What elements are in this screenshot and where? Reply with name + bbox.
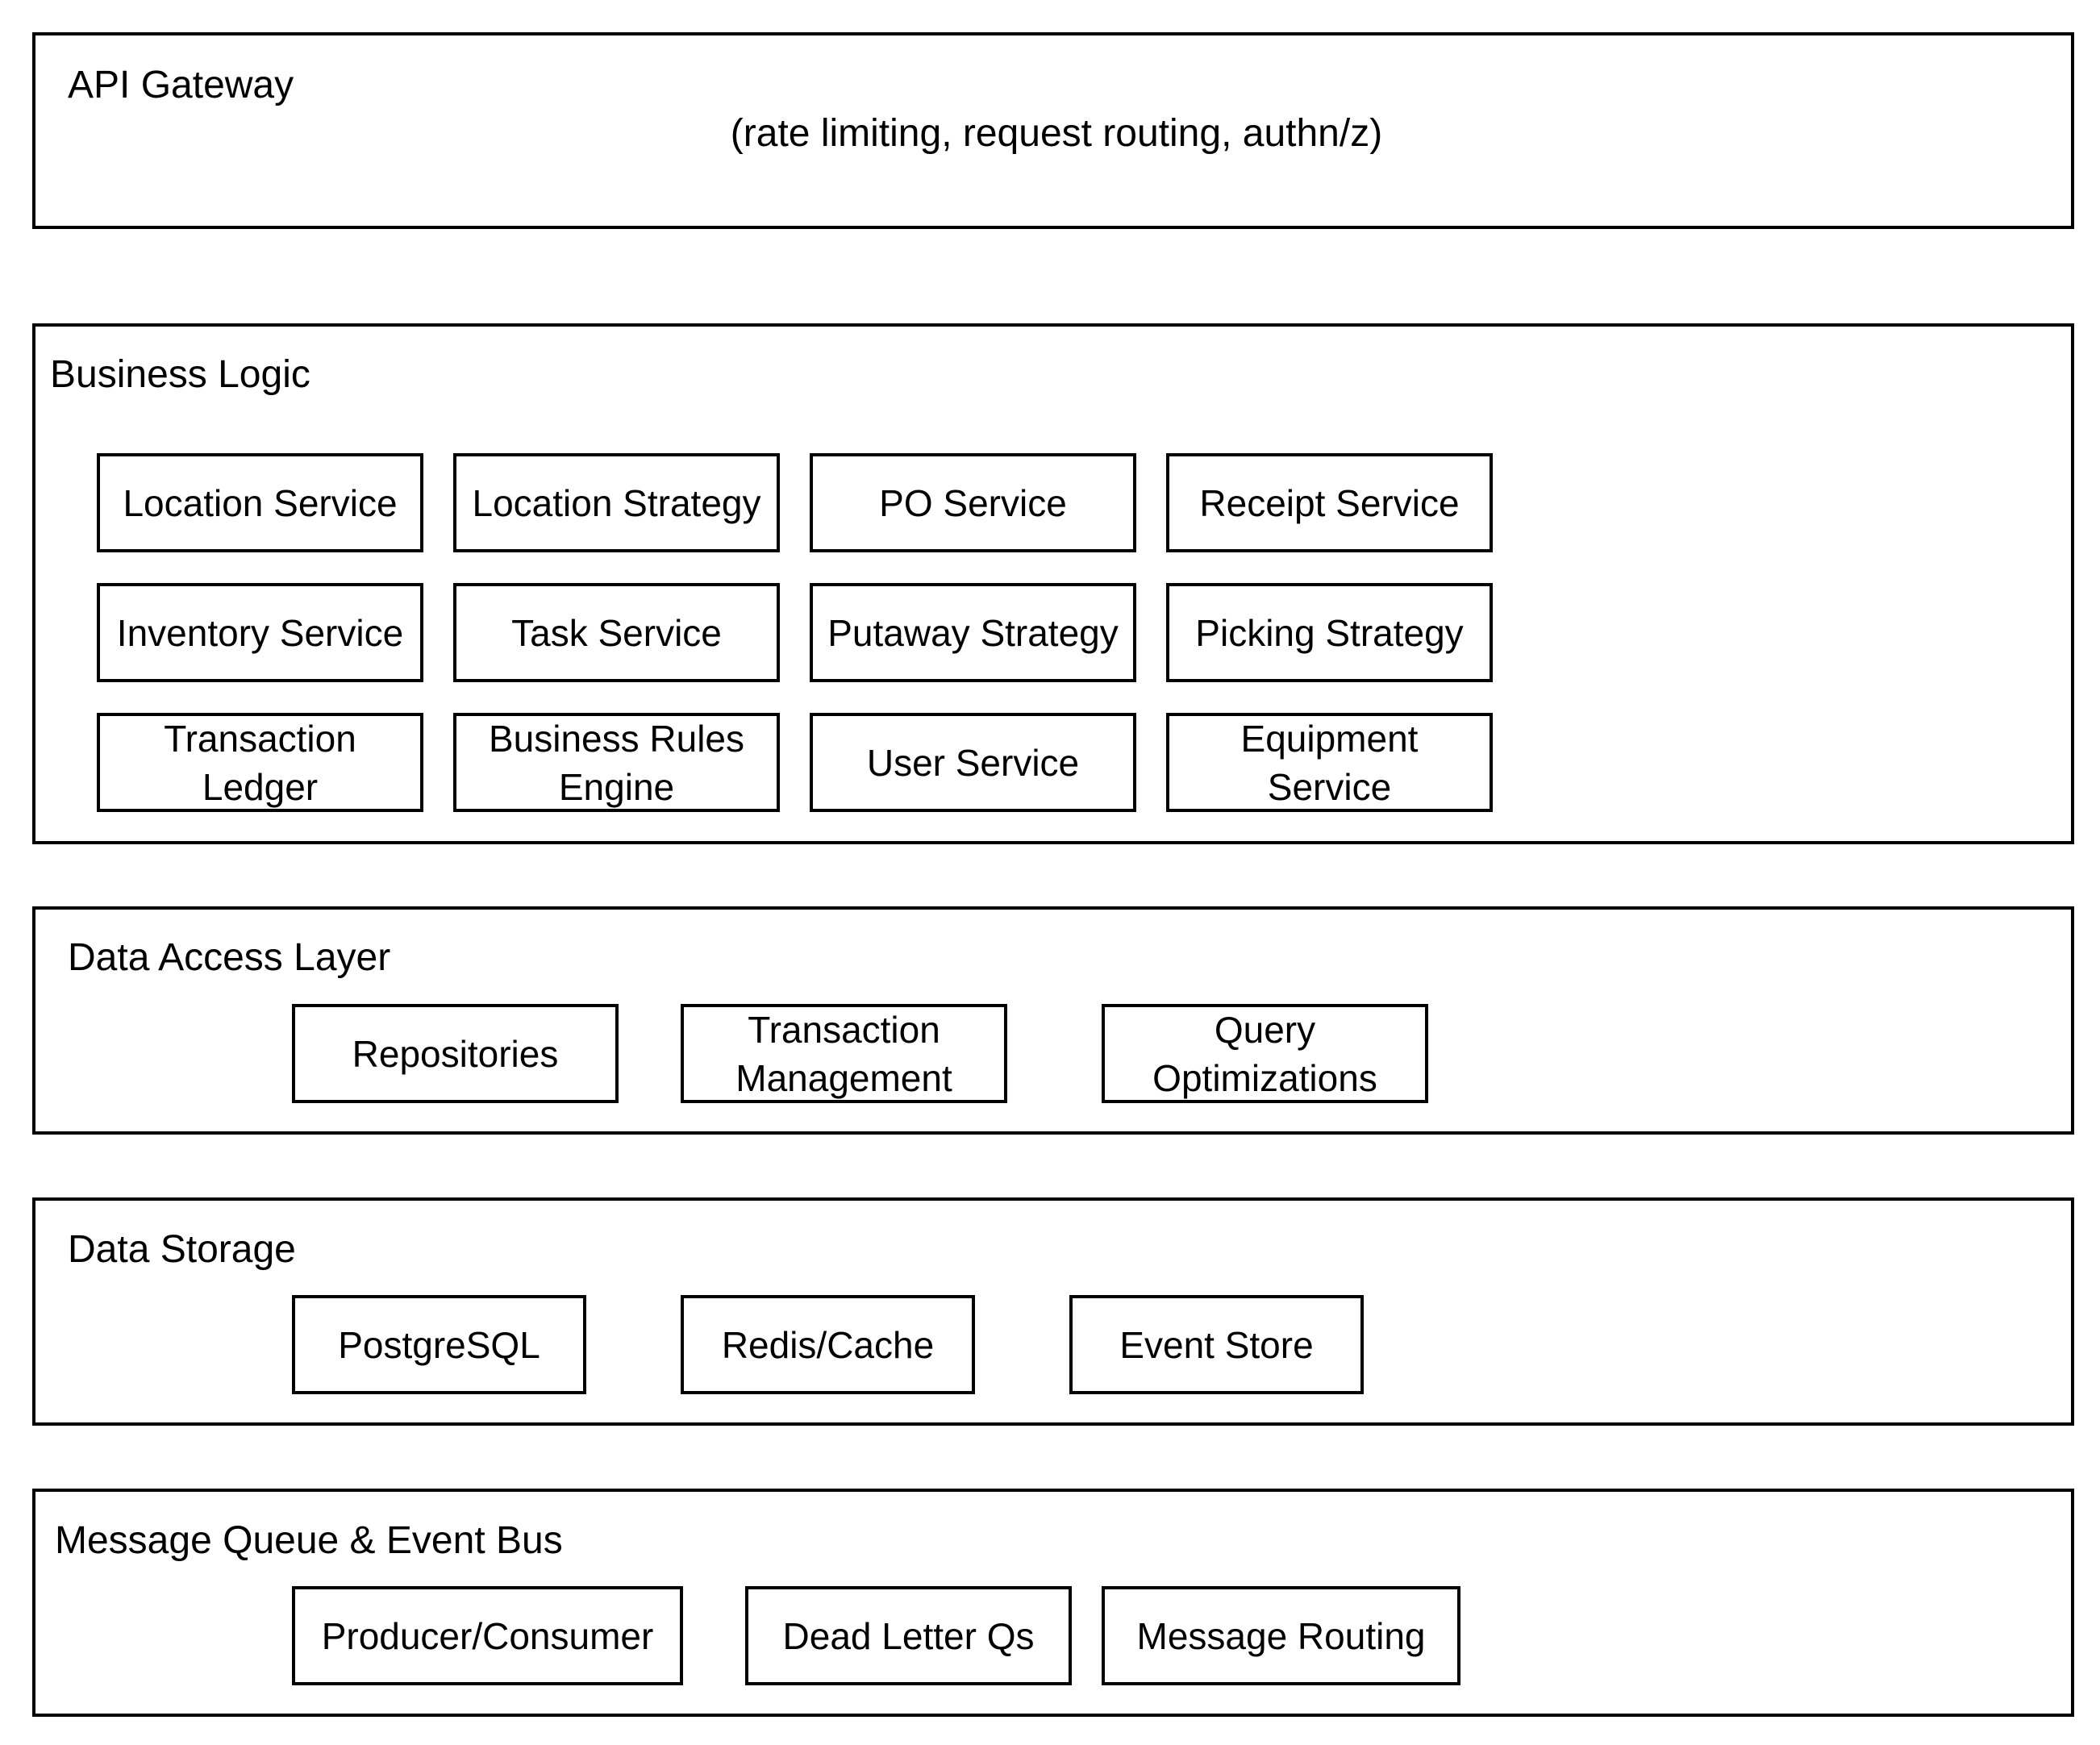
event-store-box: Event Store xyxy=(1069,1295,1364,1394)
business-rules-engine-box: Business Rules Engine xyxy=(453,713,780,812)
location-strategy-box: Location Strategy xyxy=(453,453,780,552)
api-gateway-title: API Gateway xyxy=(68,64,294,106)
redis-cache-box: Redis/Cache xyxy=(681,1295,975,1394)
task-service-box: Task Service xyxy=(453,583,780,682)
dead-letter-qs-box: Dead Letter Qs xyxy=(745,1586,1072,1685)
api-gateway-subtitle: (rate limiting, request routing, authn/z… xyxy=(730,112,1383,155)
transaction-management-box: Transaction Management xyxy=(681,1004,1007,1103)
po-service-box: PO Service xyxy=(810,453,1136,552)
data-access-title: Data Access Layer xyxy=(68,936,391,979)
message-routing-box: Message Routing xyxy=(1102,1586,1460,1685)
business-logic-title: Business Logic xyxy=(50,353,310,396)
postgresql-box: PostgreSQL xyxy=(292,1295,586,1394)
user-service-box: User Service xyxy=(810,713,1136,812)
inventory-service-box: Inventory Service xyxy=(97,583,423,682)
receipt-service-box: Receipt Service xyxy=(1166,453,1493,552)
api-gateway-layer: API Gateway (rate limiting, request rout… xyxy=(32,32,2074,229)
putaway-strategy-box: Putaway Strategy xyxy=(810,583,1136,682)
repositories-box: Repositories xyxy=(292,1004,619,1103)
transaction-ledger-box: Transaction Ledger xyxy=(97,713,423,812)
location-service-box: Location Service xyxy=(97,453,423,552)
data-storage-title: Data Storage xyxy=(68,1228,296,1271)
picking-strategy-box: Picking Strategy xyxy=(1166,583,1493,682)
producer-consumer-box: Producer/Consumer xyxy=(292,1586,683,1685)
query-optimizations-box: Query Optimizations xyxy=(1102,1004,1428,1103)
message-queue-title: Message Queue & Event Bus xyxy=(55,1519,563,1562)
equipment-service-box: Equipment Service xyxy=(1166,713,1493,812)
